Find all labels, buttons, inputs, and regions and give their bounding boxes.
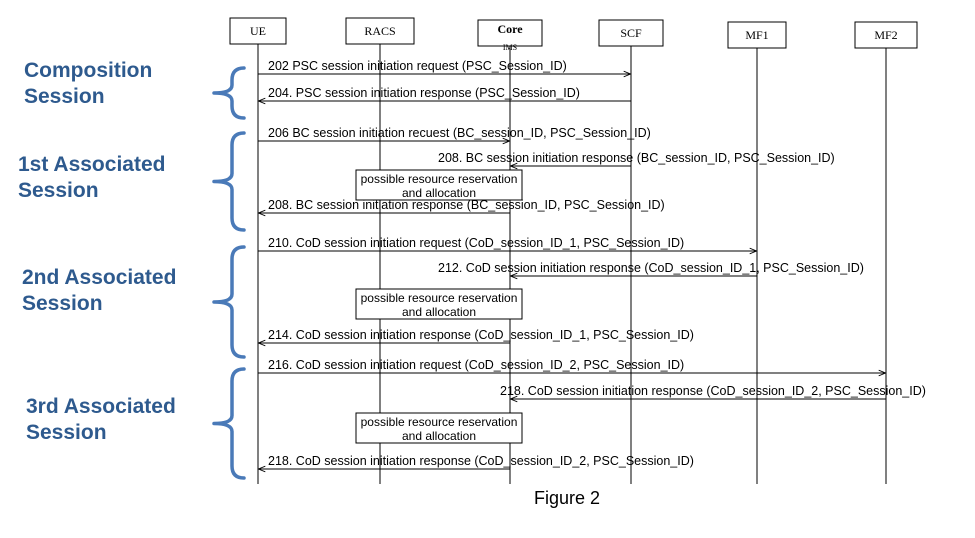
section-label-second-associated: 2nd Associated Session: [22, 265, 176, 317]
section-label-third-associated: 3rd Associated Session: [26, 394, 176, 446]
message-label-10: 218. CoD session initiation response (Co…: [500, 384, 926, 398]
message-label-6: 210. CoD session initiation request (CoD…: [268, 236, 684, 250]
resource-box-line2-2: and allocation: [402, 305, 476, 319]
message-label-3: 206 BC session initiation recuest (BC_se…: [268, 126, 651, 140]
participant-label-mf1: MF1: [745, 28, 768, 42]
section-bracket-first: [214, 133, 244, 230]
message-label-7: 212. CoD session initiation response (Co…: [438, 261, 864, 275]
section-bracket-second: [214, 247, 244, 357]
resource-box-line2-3: and allocation: [402, 429, 476, 443]
message-label-5: 208. BC session initiation response (BC_…: [268, 198, 665, 212]
resource-box-line1-1: possible resource reservation: [361, 172, 518, 186]
resource-box-line1-3: possible resource reservation: [361, 415, 518, 429]
participant-label-core: Core: [497, 22, 523, 36]
section-label-first-associated: 1st Associated Session: [18, 152, 165, 204]
participant-label-scf: SCF: [620, 26, 642, 40]
message-label-9: 216. CoD session initiation request (CoD…: [268, 358, 684, 372]
message-label-2: 204. PSC session initiation response (PS…: [268, 86, 580, 100]
message-label-8: 214. CoD session initiation response (Co…: [268, 328, 694, 342]
message-label-1: 202 PSC session initiation request (PSC_…: [268, 59, 567, 73]
message-label-4: 208. BC session initiation response (BC_…: [438, 151, 835, 165]
participant-label-racs: RACS: [364, 24, 395, 38]
message-label-11: 218. CoD session initiation response (Co…: [268, 454, 694, 468]
section-bracket-third: [214, 369, 244, 478]
participant-label-mf2: MF2: [874, 28, 897, 42]
participant-sublabel-core: IMS: [503, 43, 517, 52]
section-bracket-composition: [214, 68, 244, 118]
resource-box-line1-2: possible resource reservation: [361, 291, 518, 305]
participant-label-ue: UE: [250, 24, 266, 38]
section-label-composition: Composition Session: [24, 58, 152, 110]
figure-caption: Figure 2: [534, 488, 600, 509]
